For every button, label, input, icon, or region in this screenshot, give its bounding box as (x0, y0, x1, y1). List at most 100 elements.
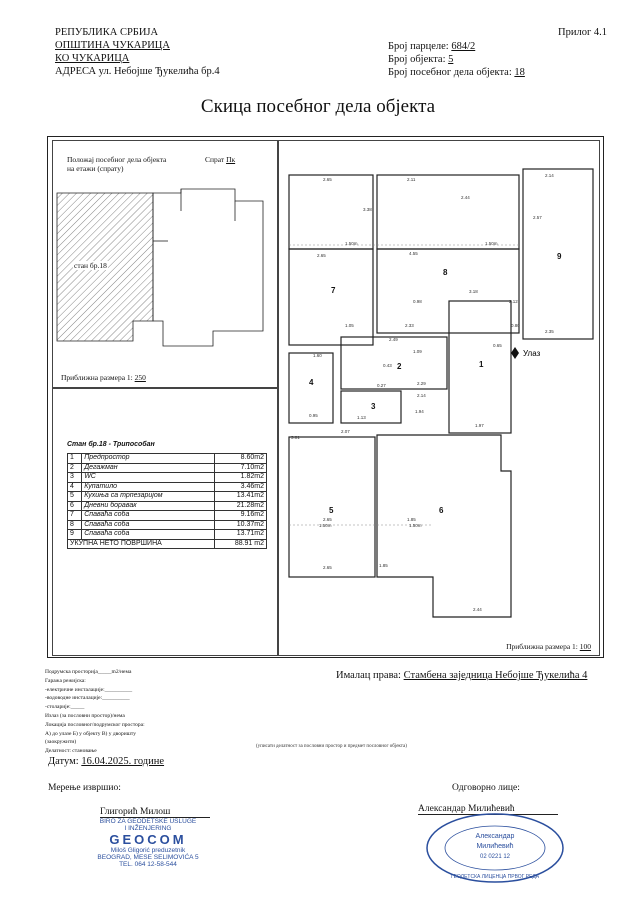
position-caption-line2: на етажи (спрату) (67, 164, 124, 173)
legend-total-label: УКУПНА НЕТО ПОВРШИНА (66, 538, 216, 549)
dimension-label: 4.55 (409, 251, 418, 256)
legend-number: 3 (66, 472, 83, 483)
stamp-line: ГЕОДЕТСКА ЛИЦЕНЦА ПРВОГ РЕДА (451, 874, 540, 880)
stamp-line: Александар (476, 833, 515, 840)
legend-area: 10.37m2 (214, 519, 267, 530)
unit-label: Број посебног дела објекта: (388, 67, 512, 78)
legend-room-name: Предпростор (81, 453, 216, 464)
parcel-value: 684/2 (451, 41, 476, 52)
dimension-label: 3.38 (363, 207, 372, 212)
room-number-label: 3 (371, 402, 376, 411)
building-outline (152, 188, 264, 347)
stamp-line: Miloš Gligorić preduzetnik (110, 847, 186, 854)
legend-number: 6 (66, 500, 83, 511)
responsible-label: Одговорно лице: (452, 783, 520, 793)
prilog: Прилог 4.1 (558, 27, 607, 38)
sketch-frame (47, 136, 604, 658)
position-scale-value: 250 (134, 373, 146, 382)
stamp-line: GEOCOM (109, 832, 187, 847)
dimension-label: 0.95 (309, 413, 318, 418)
legend-area: 13.41m2 (214, 491, 267, 502)
stamp-line: TEL. 064 12-58-544 (119, 861, 177, 868)
legend-area: 7.10m2 (214, 462, 267, 473)
room-number-label: 8 (443, 268, 448, 277)
legend-number: 2 (66, 462, 83, 473)
plan-scale-value: 100 (579, 642, 591, 651)
dimension-label: 1.97 (475, 423, 484, 428)
legend-room-name: Спаваћа соба (81, 510, 216, 521)
entrance-label: Улаз (523, 349, 541, 358)
legend-number: 8 (66, 519, 83, 530)
room-7 (288, 248, 374, 346)
legend-total-area: 88.91 m2 (214, 538, 267, 549)
plan-scale: Приближна размера 1: 100 (506, 642, 591, 651)
dimension-label: 2.65 (323, 565, 332, 570)
room-number-label: 2 (397, 362, 402, 371)
stamp-line: Милићевић (476, 842, 513, 850)
dimension-label: 1.13 (357, 415, 366, 420)
dimension-label: 2.14 (545, 173, 554, 178)
position-caption-line1: Положај посебног дела објекта (67, 155, 167, 164)
date-value: 16.04.2025. године (81, 756, 165, 767)
dimension-label: 2.11 (407, 177, 416, 182)
object-value: 5 (448, 54, 454, 65)
dimension-label: 1.50m (485, 241, 498, 246)
note-line: Подрумска просторија_____m2/нема (45, 669, 132, 675)
parcel-label: Број парцеле: (388, 41, 449, 52)
dimension-label: 1.94 (415, 409, 424, 414)
stamp-line: BEOGRAD, MESE SELIMOVIĆA 5 (97, 854, 199, 861)
dimension-label: 0.80 (511, 323, 520, 328)
note-line: Локација пословног/подрумског простора: (45, 721, 145, 728)
stamp-line: BIRO ZA GEODETSKE USLUGE (99, 818, 197, 825)
room-2 (340, 336, 448, 390)
dimension-label: 0.27 (377, 383, 386, 388)
room-7-top (288, 174, 374, 250)
fine-print: (уписати делатност за пословни простор и… (256, 744, 407, 749)
floor-value: Пк (226, 155, 236, 164)
owner-value: Стамбена заједница Небојше Ђукелића 4 (403, 670, 588, 681)
surveyor-label: Мерење извршио: (48, 783, 121, 793)
room-number-label: 9 (557, 252, 562, 261)
room-3 (340, 390, 402, 424)
dimension-label: 2.65 (323, 517, 332, 522)
owner-label: Ималац права: (336, 670, 401, 681)
position-caption: Положај посебног дела објекта на етажи (… (67, 155, 166, 173)
legend-number: 4 (66, 481, 83, 492)
header-address: АДРЕСА ул. Небојше Ђукелића бр.4 (55, 66, 220, 77)
date-label: Датум: (48, 756, 79, 767)
legend-title: Стан бр.18 - Трипособан (67, 441, 155, 448)
note-line: (заокружити) (45, 739, 77, 746)
dimension-label: 1.50m (319, 523, 332, 528)
page-title: Скица посебног дела објекта (200, 96, 436, 117)
floor-label: Спрат (205, 155, 225, 164)
dimension-label: 2.12 (509, 299, 518, 304)
room-6 (376, 434, 512, 618)
dimension-label: 2.44 (461, 195, 470, 200)
room-number-label: 5 (329, 506, 334, 515)
dimension-label: 2.07 (341, 429, 350, 434)
legend-area: 1.82m2 (214, 472, 267, 483)
room-1 (448, 300, 512, 434)
note-line: -водоводне инсталације:__________ (45, 695, 130, 702)
room-number-label: 1 (479, 360, 484, 369)
dimension-label: 2.49 (389, 337, 398, 342)
legend-room-name: Кухиња са трпезаријом (81, 491, 216, 502)
dimension-label: 3.18 (469, 289, 478, 294)
header-municipality: ОПШТИНА ЧУКАРИЦА (55, 40, 170, 51)
legend-number: 9 (66, 529, 83, 540)
note-line: А) до улазе Б) у објекту В) у дворишту (45, 730, 136, 737)
dimension-label: 0.43 (383, 363, 392, 368)
dimension-label: 2.57 (533, 215, 542, 220)
room-5 (288, 436, 376, 578)
legend-room-name: Дегажман (81, 462, 216, 473)
